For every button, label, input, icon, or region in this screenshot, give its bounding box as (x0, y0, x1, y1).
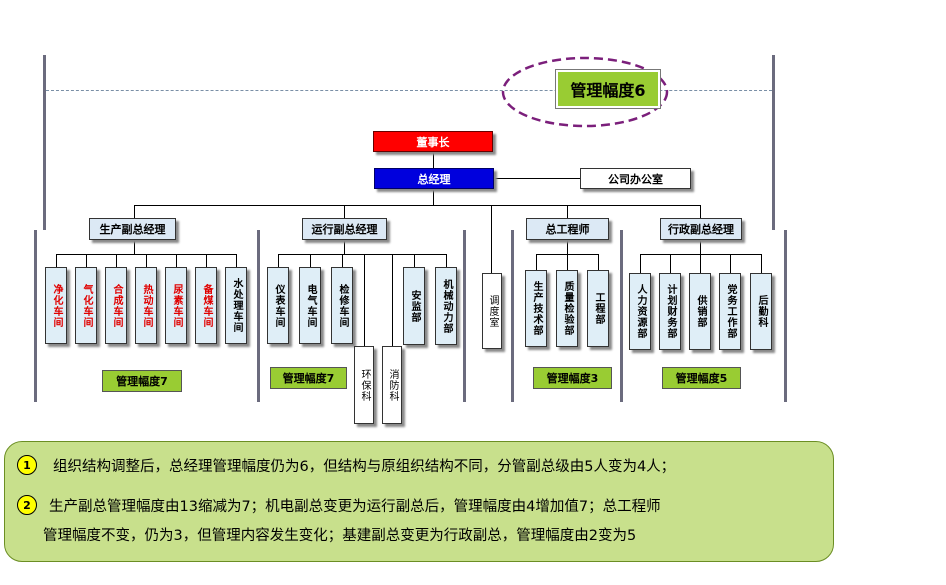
line-prod-u7 (236, 254, 237, 267)
group-bar-6 (784, 230, 787, 402)
line-ops-u5 (392, 254, 393, 346)
line-admin-down (700, 240, 701, 254)
production-manager-box: 生产副总经理 (89, 218, 176, 240)
admin-manager-box: 行政副总经理 (660, 218, 742, 240)
chief-engineer-span-badge: 管理幅度3 (533, 367, 612, 389)
unit-synthesis: 合成车间 (105, 267, 127, 344)
line-gm-office (494, 178, 580, 179)
unit-planning-finance: 计划财务部 (659, 273, 681, 350)
line-ops-u2 (310, 254, 311, 267)
line-chief-down (567, 240, 568, 254)
line-admin-h (640, 254, 762, 255)
operations-manager-box: 运行副总经理 (302, 218, 387, 240)
line-to-chief (567, 205, 568, 218)
line-prod-u2 (86, 254, 87, 267)
unit-maintenance: 检修车间 (331, 267, 353, 344)
line-chair-gm (433, 152, 434, 168)
line-chief-u1 (536, 254, 537, 270)
group-bar-2 (257, 230, 260, 402)
production-span-badge: 管理幅度7 (102, 370, 182, 392)
frame-bar-right (772, 55, 775, 230)
line-prod-u5 (176, 254, 177, 267)
group-bar-5 (620, 230, 623, 402)
unit-supply-sales: 供销部 (689, 273, 711, 350)
group-bar-1 (34, 230, 37, 402)
unit-purification: 净化车间 (45, 267, 67, 344)
unit-production-tech: 生产技术部 (525, 270, 547, 347)
note-text-1: 组织结构调整后，总经理管理幅度仍为6，但结构与原组织结构不同，分管副总级由5人变… (53, 459, 676, 475)
unit-fire-safety: 消防科 (382, 346, 402, 424)
line-admin-u4 (730, 254, 731, 273)
unit-safety-supervision: 安监部 (403, 267, 425, 345)
line-to-dispatch (491, 205, 492, 273)
unit-coal-prep: 备煤车间 (195, 267, 217, 344)
line-prod-u1 (56, 254, 57, 267)
line-top-horizontal (134, 205, 701, 206)
line-ops-u7 (446, 254, 447, 267)
frame-bar-left (43, 55, 46, 230)
top-span-badge: 管理幅度6 (555, 69, 661, 109)
line-admin-u2 (670, 254, 671, 273)
unit-logistics: 后勤科 (750, 273, 772, 350)
line-prod-u3 (116, 254, 117, 267)
unit-urea: 尿素车间 (165, 267, 187, 344)
line-ops-u6 (414, 254, 415, 267)
line-ops-u4 (364, 254, 365, 346)
line-ops-u3 (342, 254, 343, 267)
gm-box: 总经理 (374, 168, 494, 189)
admin-span-badge: 管理幅度5 (662, 367, 741, 389)
line-to-prod (134, 205, 135, 218)
unit-engineering: 工程部 (587, 270, 609, 347)
note-number-1: 1 (17, 455, 37, 475)
dispatch-room: 调度室 (482, 273, 502, 349)
line-to-admin (700, 205, 701, 218)
office-box: 公司办公室 (580, 168, 691, 189)
line-admin-u5 (761, 254, 762, 273)
unit-instrument: 仪表车间 (267, 267, 289, 344)
note-number-2: 2 (17, 495, 37, 515)
line-prod-down (134, 240, 135, 254)
line-gm-down (433, 189, 434, 205)
unit-gasification: 气化车间 (75, 267, 97, 344)
line-admin-u3 (700, 254, 701, 273)
unit-thermal: 热动车间 (135, 267, 157, 344)
unit-electrical: 电气车间 (299, 267, 321, 344)
notes-panel: 1 组织结构调整后，总经理管理幅度仍为6，但结构与原组织结构不同，分管副总级由5… (4, 441, 834, 562)
group-bar-4 (511, 230, 514, 402)
line-chief-u2 (567, 254, 568, 270)
line-prod-u4 (146, 254, 147, 267)
line-ops-h (278, 254, 446, 255)
chairman-box: 董事长 (373, 131, 493, 152)
note-text-2-line1: 生产副总管理幅度由13缩减为7；机电副总变更为运行副总后，管理幅度由4增加值7；… (49, 499, 661, 515)
unit-human-resources: 人力资源部 (629, 273, 651, 350)
unit-party-affairs: 党务工作部 (719, 273, 741, 350)
chief-engineer-box: 总工程师 (526, 218, 609, 240)
line-ops-down (344, 240, 345, 254)
note-text-2-line2: 管理幅度不变，仍为3，但管理内容发生变化；基建副总变更为行政副总，管理幅度由2变… (43, 528, 637, 544)
operations-span-badge: 管理幅度7 (270, 367, 347, 389)
top-dashed-line (46, 90, 772, 91)
unit-mechanical-power: 机械动力部 (435, 267, 457, 345)
unit-water-treatment: 水处理车间 (225, 267, 247, 344)
line-ops-u1 (278, 254, 279, 267)
span-ellipse (501, 56, 669, 128)
line-prod-u6 (206, 254, 207, 267)
group-bar-3 (463, 230, 466, 402)
line-to-ops (344, 205, 345, 218)
unit-quality-inspection: 质量检验部 (556, 270, 578, 347)
line-chief-u3 (598, 254, 599, 270)
unit-env-protection: 环保科 (354, 346, 374, 424)
line-admin-u1 (640, 254, 641, 273)
